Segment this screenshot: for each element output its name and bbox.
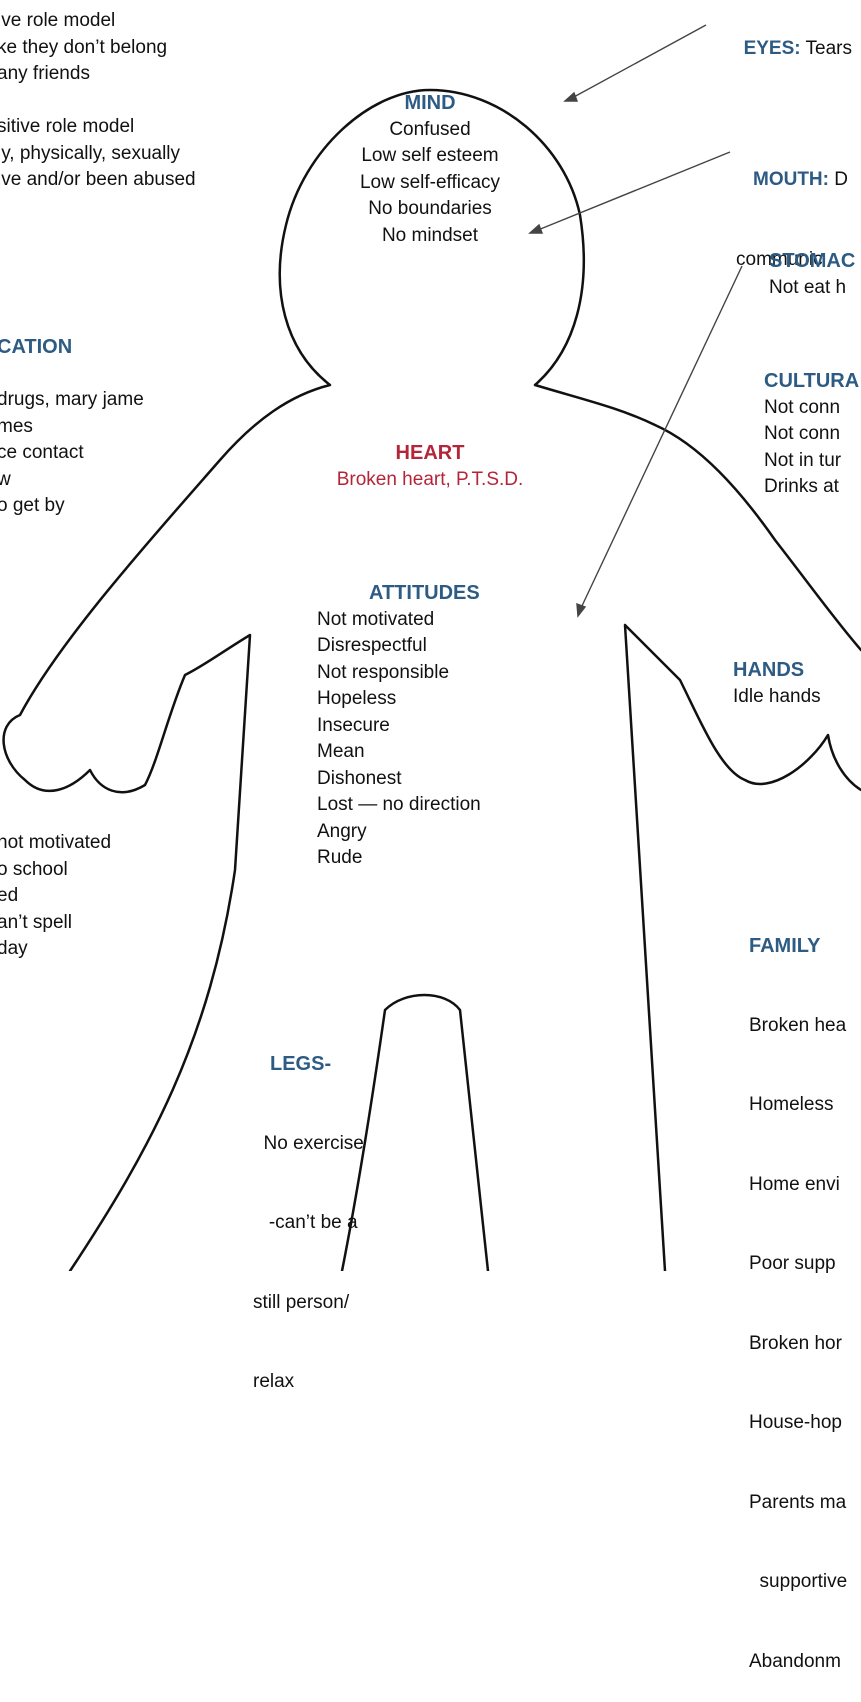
left-bottom-line: ed: [0, 883, 111, 910]
attitudes-item: Insecure: [317, 713, 481, 740]
family-item: Homeless: [749, 1092, 847, 1119]
heart-block: HEART Broken heart, P.T.S.D.: [300, 440, 560, 493]
legs-heading: LEGS-: [253, 1051, 364, 1078]
mind-item: No boundaries: [330, 196, 530, 223]
arrow-mouth: [538, 152, 730, 230]
mind-item: Low self esteem: [330, 143, 530, 170]
left-bottom-line: an’t spell: [0, 910, 111, 937]
stomach-heading: STOMAC: [769, 248, 855, 275]
left-bottom-line: not motivated: [0, 830, 111, 857]
left-top-line: ive and/or been abused: [0, 167, 196, 194]
family-item: Broken hor: [749, 1331, 847, 1358]
heart-heading: HEART: [300, 440, 560, 467]
attitudes-item: Lost — no direction: [317, 792, 481, 819]
family-item: supportive: [749, 1569, 847, 1596]
attitudes-block: ATTITUDES Not motivated Disrespectful No…: [317, 580, 481, 872]
family-item: House-hop: [749, 1410, 847, 1437]
eyes-heading: EYES:: [744, 38, 801, 59]
cultural-item: Not conn: [764, 395, 859, 422]
left-bottom-line: day: [0, 936, 111, 963]
left-bottom-line: o school: [0, 857, 111, 884]
left-mid-block: CATION ​ drugs, mary jame mes ce contact…: [0, 334, 144, 520]
arrowhead-mouth: [530, 225, 542, 233]
legs-item: still person/: [253, 1290, 364, 1317]
arrowhead-eyes: [565, 93, 577, 101]
stomach-block: STOMAC Not eat h: [769, 248, 855, 301]
hands-block: HANDS Idle hands: [733, 657, 821, 710]
attitudes-item: Not responsible: [317, 660, 481, 687]
legs-item: relax: [253, 1369, 364, 1396]
left-mid-line: w: [0, 467, 144, 494]
family-item: Abandonm: [749, 1649, 847, 1676]
attitudes-item: Hopeless: [317, 686, 481, 713]
left-top-line: ke they don’t belong: [0, 35, 196, 62]
stomach-item: Not eat h: [769, 275, 855, 302]
family-block: FAMILY Broken hea Homeless Home envi Poo…: [749, 880, 847, 1702]
attitudes-item: Mean: [317, 739, 481, 766]
hands-item: Idle hands: [733, 684, 821, 711]
cultural-item: Not conn: [764, 421, 859, 448]
legs-item: -can’t be a: [253, 1210, 364, 1237]
mind-block: MIND Confused Low self esteem Low self-e…: [330, 90, 530, 249]
cultural-heading: CULTURA: [764, 368, 859, 395]
attitudes-item: Not motivated: [317, 607, 481, 634]
attitudes-item: Disrespectful: [317, 633, 481, 660]
mind-item: No mindset: [330, 223, 530, 250]
cultural-item: Drinks at: [764, 474, 859, 501]
attitudes-item: Dishonest: [317, 766, 481, 793]
eyes-block: EYES: Tears: [733, 9, 852, 62]
eyes-text: Tears: [801, 38, 852, 59]
heart-text: Broken heart, P.T.S.D.: [300, 467, 560, 494]
left-mid-line: o get by: [0, 493, 144, 520]
arrows: [530, 25, 742, 616]
left-top-line: ive role model: [0, 8, 196, 35]
family-item: Home envi: [749, 1172, 847, 1199]
left-mid-heading: CATION: [0, 334, 144, 361]
mind-item: Confused: [330, 117, 530, 144]
family-item: Poor supp: [749, 1251, 847, 1278]
left-top-line: any friends: [0, 61, 196, 88]
mouth-heading: MOUTH:: [753, 169, 829, 190]
family-item: Parents ma: [749, 1490, 847, 1517]
mind-item: Low self-efficacy: [330, 170, 530, 197]
arrowhead-stomach: [577, 604, 585, 616]
left-top-block: ive role model ke they don’t belong any …: [0, 8, 196, 194]
left-top-line: ​: [0, 88, 196, 115]
attitudes-item: Rude: [317, 845, 481, 872]
left-mid-line: ce contact: [0, 440, 144, 467]
arrow-eyes: [572, 25, 706, 98]
attitudes-item: Angry: [317, 819, 481, 846]
left-top-line: ly, physically, sexually: [0, 141, 196, 168]
left-mid-line: mes: [0, 414, 144, 441]
hands-heading: HANDS: [733, 657, 821, 684]
cultural-block: CULTURA Not conn Not conn Not in tur Dri…: [764, 368, 859, 501]
left-mid-line: ​: [0, 361, 144, 388]
mind-heading: MIND: [330, 90, 530, 117]
left-top-line: sitive role model: [0, 114, 196, 141]
left-bottom-block: not motivated o school ed an’t spell day: [0, 830, 111, 963]
attitudes-heading: ATTITUDES: [317, 580, 481, 607]
family-heading: FAMILY: [749, 933, 847, 960]
family-item: Broken hea: [749, 1013, 847, 1040]
legs-item: No exercise: [253, 1131, 364, 1158]
mouth-text: D: [829, 169, 848, 190]
arrow-stomach: [581, 266, 742, 608]
cultural-item: Not in tur: [764, 448, 859, 475]
left-mid-line: drugs, mary jame: [0, 387, 144, 414]
legs-block: LEGS- No exercise -can’t be a still pers…: [253, 998, 364, 1422]
